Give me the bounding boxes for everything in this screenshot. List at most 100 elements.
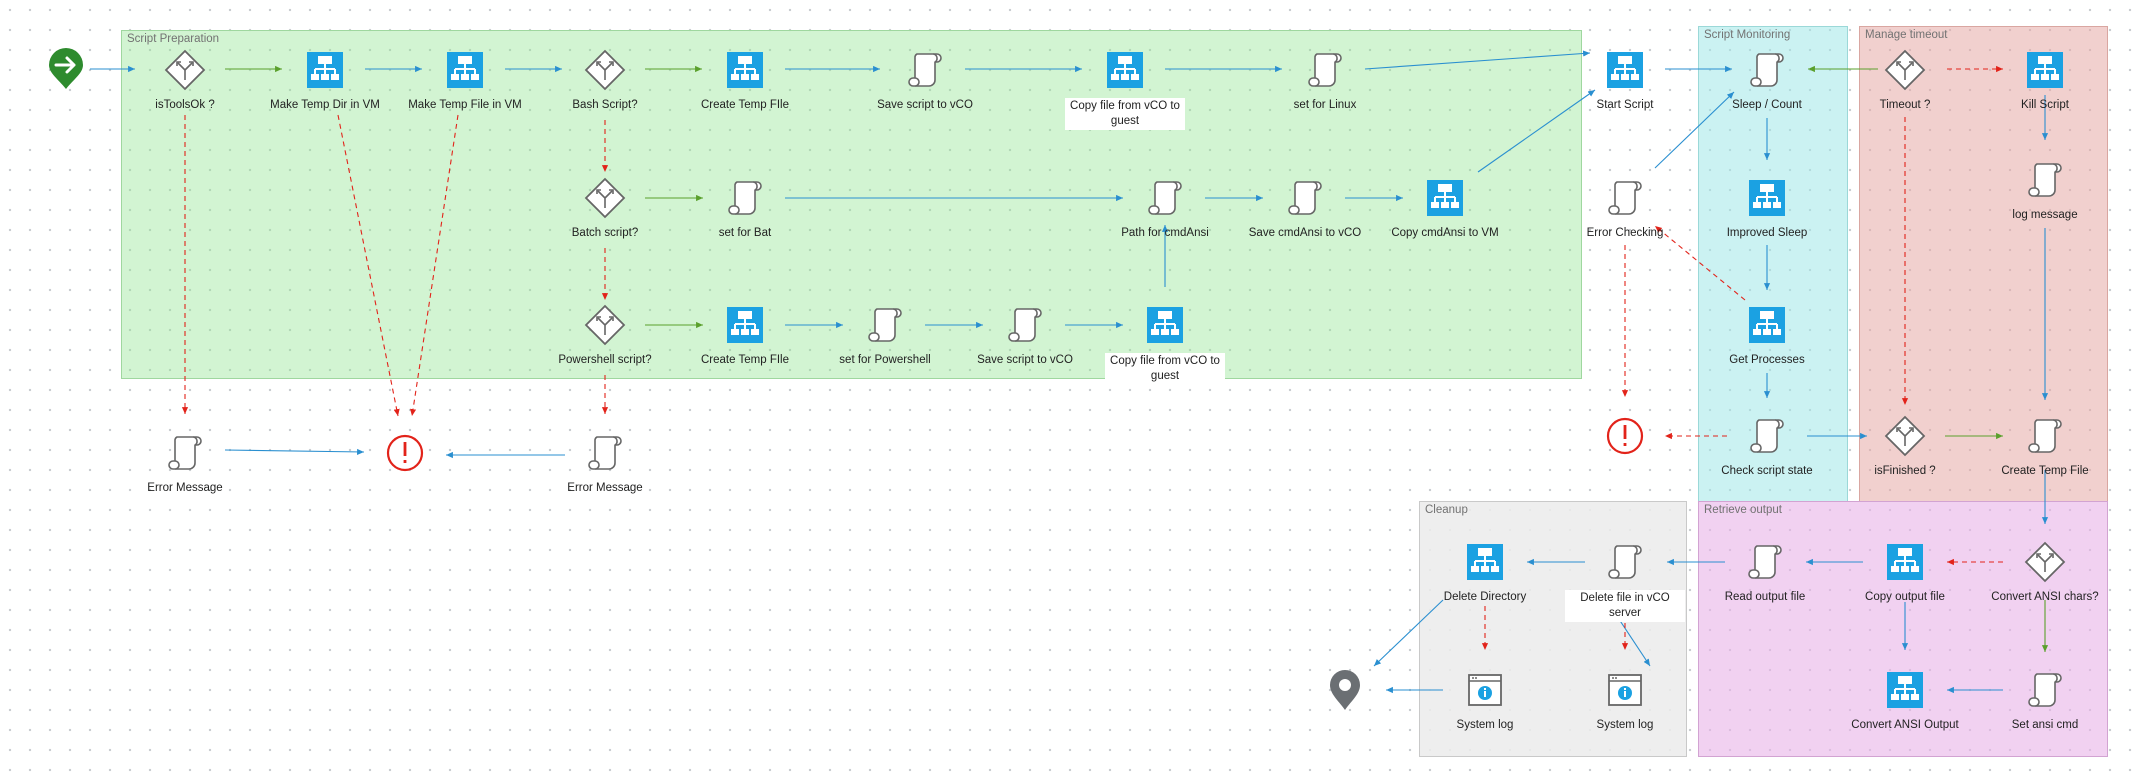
node-label: isFinished ?: [1874, 465, 1936, 477]
node-label: System log: [1456, 719, 1514, 731]
error-end-icon: [383, 431, 427, 475]
node-label: Sleep / Count: [1732, 99, 1802, 111]
workflow-icon: [303, 48, 347, 92]
decision-icon: [583, 176, 627, 220]
group-retrieve-output: Retrieve output: [1698, 501, 2108, 757]
decision-icon: [163, 48, 207, 92]
script-icon: [1303, 48, 1347, 92]
node-label: Bash Script?: [572, 99, 638, 111]
decision-icon: [1883, 414, 1927, 458]
script-icon: [723, 176, 767, 220]
script-icon: [1743, 540, 1787, 584]
node-label: System log: [1596, 719, 1654, 731]
workflow-icon: [2023, 48, 2067, 92]
start-arrow-icon: [44, 47, 88, 91]
workflow-icon: [1103, 48, 1147, 92]
group-label: Cleanup: [1425, 504, 1468, 516]
script-icon: [863, 303, 907, 347]
flow-connector[interactable]: [1373, 599, 1444, 667]
workflow-icon: [1463, 540, 1507, 584]
node-label: Error Message: [567, 482, 643, 494]
flow-connector[interactable]: [224, 448, 365, 455]
node-label: Check script state: [1721, 465, 1813, 477]
node-label: Start Script: [1596, 99, 1654, 111]
decision-icon: [2023, 540, 2067, 584]
script-icon: [163, 431, 207, 475]
group-script-preparation: Script Preparation: [121, 30, 1582, 379]
group-label: Script Monitoring: [1704, 29, 1791, 41]
workflow-icon: [1603, 48, 1647, 92]
error-end-icon: [1603, 414, 1647, 458]
flow-connector[interactable]: [1654, 91, 1735, 169]
node-label: Error Message: [147, 482, 223, 494]
node-label: Create Temp File: [2001, 465, 2089, 477]
node-label: Read output file: [1724, 591, 1806, 603]
workflow-icon: [443, 48, 487, 92]
script-icon: [1745, 414, 1789, 458]
node-label: Delete file in vCO server: [1565, 590, 1685, 622]
node-label: Powershell script?: [558, 354, 652, 366]
node-label: Copy cmdAnsi to VM: [1391, 227, 1499, 239]
script-icon: [1003, 303, 1047, 347]
script-icon: [1283, 176, 1327, 220]
group-label: Retrieve output: [1704, 504, 1782, 516]
workflow-icon: [1423, 176, 1467, 220]
node-label: Kill Script: [2021, 99, 2069, 111]
node-label: Save script to vCO: [977, 354, 1073, 366]
node-label: set for Linux: [1293, 99, 1357, 111]
group-label: Script Preparation: [127, 33, 220, 45]
end-pin-icon: [1323, 668, 1367, 712]
node-label: Path for cmdAnsi: [1121, 227, 1209, 239]
workflow-icon: [1883, 540, 1927, 584]
node-label: log message: [2012, 209, 2078, 221]
workflow-icon: [1745, 303, 1789, 347]
node-label: Copy output file: [1865, 591, 1945, 603]
flow-connector[interactable]: [1364, 50, 1591, 70]
info-log-icon: [1603, 668, 1647, 712]
node-label: set for Bat: [718, 227, 772, 239]
decision-icon: [583, 48, 627, 92]
node-label: Convert ANSI chars?: [1991, 591, 2099, 603]
decision-icon: [1883, 48, 1927, 92]
node-label: Make Temp File in VM: [408, 99, 522, 111]
error-connector[interactable]: [337, 114, 400, 417]
node-label: Convert ANSI Output: [1851, 719, 1959, 731]
script-icon: [903, 48, 947, 92]
node-label: Set ansi cmd: [2011, 719, 2079, 731]
script-icon: [1143, 176, 1187, 220]
info-log-icon: [1463, 668, 1507, 712]
node-label: set for Powershell: [839, 354, 931, 366]
error-connector[interactable]: [410, 114, 459, 417]
node-label: Create Temp FIle: [701, 354, 789, 366]
script-icon: [1603, 540, 1647, 584]
script-icon: [2023, 668, 2067, 712]
workflow-icon: [723, 48, 767, 92]
script-icon: [2023, 158, 2067, 202]
node-label: Improved Sleep: [1726, 227, 1808, 239]
node-label: Make Temp Dir in VM: [270, 99, 380, 111]
node-label: Copy file from vCO to guest: [1065, 98, 1185, 130]
workflow-icon: [723, 303, 767, 347]
node-label: Delete Directory: [1443, 591, 1527, 603]
node-label: Copy file from vCO to guest: [1105, 353, 1225, 385]
error-connector[interactable]: [1654, 225, 1746, 301]
node-label: Error Checking: [1586, 227, 1664, 239]
node-label: Save script to vCO: [877, 99, 973, 111]
decision-icon: [583, 303, 627, 347]
script-icon: [1603, 176, 1647, 220]
group-cleanup: Cleanup: [1419, 501, 1687, 757]
script-icon: [1745, 48, 1789, 92]
group-label: Manage timeout: [1865, 29, 1948, 41]
workflow-icon: [1883, 668, 1927, 712]
workflow-icon: [1143, 303, 1187, 347]
node-label: Batch script?: [571, 227, 639, 239]
script-icon: [583, 431, 627, 475]
node-label: Timeout ?: [1879, 99, 1931, 111]
node-label: isToolsOk ?: [155, 99, 215, 111]
workflow-icon: [1745, 176, 1789, 220]
node-label: Create Temp FIle: [701, 99, 789, 111]
node-label: Save cmdAnsi to vCO: [1248, 227, 1362, 239]
flow-connector[interactable]: [1477, 89, 1596, 173]
script-icon: [2023, 414, 2067, 458]
